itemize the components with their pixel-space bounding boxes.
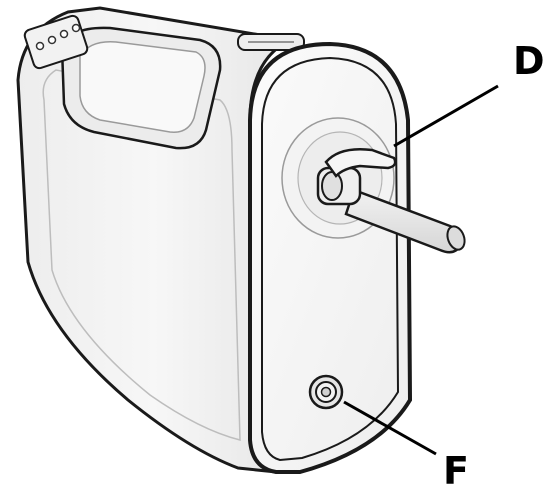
callout-label-d: D xyxy=(513,39,545,83)
callout-f: F xyxy=(343,400,469,493)
bottom-port xyxy=(308,374,344,410)
top-vent xyxy=(237,33,305,51)
control-panel xyxy=(23,14,89,70)
hose-connector xyxy=(316,148,466,254)
callout-label-f: F xyxy=(443,449,469,493)
carry-handle xyxy=(60,26,222,150)
control-button-icon xyxy=(47,35,57,45)
control-button-icon xyxy=(35,41,45,51)
control-button-icon xyxy=(71,23,81,33)
callout-d: D xyxy=(393,39,545,148)
control-button-icon xyxy=(59,29,69,39)
leader-line-d xyxy=(393,84,499,148)
leader-line-f xyxy=(343,400,437,456)
